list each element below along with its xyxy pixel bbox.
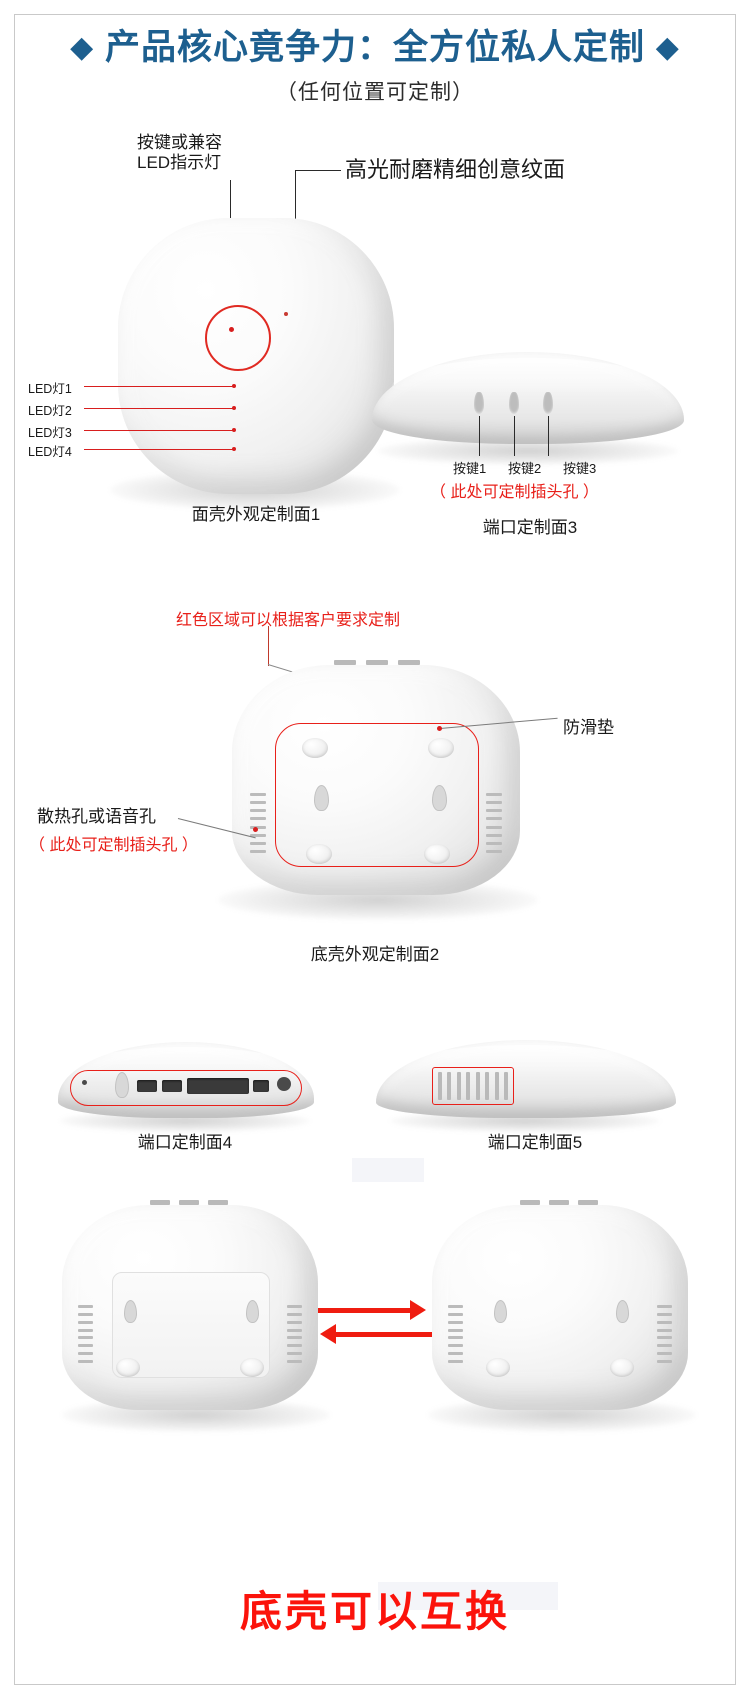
arrow-left-icon xyxy=(318,1324,432,1344)
footer-title: 底壳可以互换 xyxy=(239,1588,510,1635)
swap-shell-right xyxy=(432,1205,688,1410)
led-label-3: LED灯3 xyxy=(28,426,72,440)
port-usb-1[interactable] xyxy=(137,1080,157,1092)
vent-anchor-dot xyxy=(253,827,258,832)
caption-face3: 端口定制面3 xyxy=(482,518,578,537)
led-label-1: LED灯1 xyxy=(28,382,72,396)
vent-left-group xyxy=(250,793,266,853)
swap-left-keyhole-l xyxy=(124,1300,137,1323)
side-button-1[interactable] xyxy=(474,392,484,414)
side-button-label-1: 按键1 xyxy=(453,461,487,476)
caption-face2: 底壳外观定制面2 xyxy=(310,945,440,964)
header: ◆ 产品核心竟争力：全方位私人定制 ◆ （任何位置可定制） xyxy=(0,28,750,106)
note-red-plug-hole-left: （ 此处可定制插头孔 ） xyxy=(29,837,198,854)
side-note-red: （ 此处可定制插头孔 ） xyxy=(430,484,599,501)
port-lan[interactable] xyxy=(187,1078,249,1094)
footer-tint-band xyxy=(378,1582,558,1610)
callout-button-led-line1: 按键或兼容 xyxy=(137,133,222,152)
swap-left-top-vents xyxy=(150,1200,228,1208)
led-leader-2 xyxy=(84,408,234,409)
swap-left-vent-left xyxy=(78,1305,93,1363)
swap-right-vent-right xyxy=(657,1305,672,1363)
diamond-right-icon: ◆ xyxy=(655,31,680,64)
caption-face5: 端口定制面5 xyxy=(487,1133,583,1152)
arrow-right-icon xyxy=(318,1300,432,1320)
led-dot-1 xyxy=(232,384,236,388)
background-tint-band xyxy=(352,1158,424,1182)
swap-right-keyhole-l xyxy=(494,1300,507,1323)
swap-right-vent-left xyxy=(448,1305,463,1363)
led-label-2: LED灯2 xyxy=(28,404,72,418)
port-led-indicator xyxy=(82,1080,87,1085)
port-keyhole xyxy=(115,1072,129,1098)
mount-keyhole-right xyxy=(432,785,447,811)
texture-dot xyxy=(284,312,288,316)
exchange-arrows xyxy=(318,1300,432,1346)
leader-texture-h xyxy=(295,170,341,171)
side-button-label-2: 按键2 xyxy=(508,461,542,476)
button-dot xyxy=(229,327,234,332)
customizable-red-area-face4 xyxy=(70,1070,302,1106)
led-leader-4 xyxy=(84,449,234,450)
swap-left-vent-right xyxy=(287,1305,302,1363)
antislip-pad-bl xyxy=(306,844,332,864)
side-button-2[interactable] xyxy=(509,392,519,414)
side-button-leader-1 xyxy=(479,416,480,456)
port-power-jack[interactable] xyxy=(277,1077,291,1091)
led-leader-1 xyxy=(84,386,234,387)
swap-right-keyhole-r xyxy=(616,1300,629,1323)
callout-texture: 高光耐磨精细创意纹面 xyxy=(345,157,566,182)
led-ring-indicator xyxy=(205,305,271,371)
antislip-pad-tr xyxy=(428,738,454,758)
swap-right-pad-bl xyxy=(486,1358,510,1377)
device-side-gloss xyxy=(392,358,664,394)
mount-keyhole-left xyxy=(314,785,329,811)
label-vent: 散热孔或语音孔 xyxy=(37,807,156,826)
caption-face1: 面壳外观定制面1 xyxy=(191,505,321,524)
led-label-4: LED灯4 xyxy=(28,445,72,459)
caption-face4: 端口定制面4 xyxy=(137,1133,233,1152)
page-title: ◆ 产品核心竟争力：全方位私人定制 ◆ xyxy=(0,28,750,67)
antislip-anchor-dot xyxy=(437,726,442,731)
vent-right-group xyxy=(486,793,502,853)
side-button-leader-2 xyxy=(514,416,515,456)
side-button-label-3: 按键3 xyxy=(563,461,597,476)
led-dot-4 xyxy=(232,447,236,451)
page-title-text: 产品核心竟争力：全方位私人定制 xyxy=(104,28,645,67)
antislip-pad-tl xyxy=(302,738,328,758)
port-usb-2[interactable] xyxy=(162,1080,182,1092)
led-dot-3 xyxy=(232,428,236,432)
top-edge-vent-group xyxy=(334,660,420,669)
customizable-red-area xyxy=(275,723,479,867)
port-reset[interactable] xyxy=(253,1080,269,1092)
swap-right-pad-br xyxy=(610,1358,634,1377)
leader-red-note-v xyxy=(268,626,269,666)
swap-left-pad-br xyxy=(240,1358,264,1377)
label-antislip: 防滑垫 xyxy=(563,718,614,737)
side-button-leader-3 xyxy=(548,416,549,456)
side-button-3[interactable] xyxy=(543,392,553,414)
swap-left-keyhole-r xyxy=(246,1300,259,1323)
led-leader-3 xyxy=(84,430,234,431)
callout-button-led-line2: LED指示灯 xyxy=(137,153,222,173)
callout-button-led: 按键或兼容 LED指示灯 xyxy=(137,133,222,173)
antislip-pad-br xyxy=(424,844,450,864)
customizable-red-area-face5 xyxy=(432,1067,514,1105)
diamond-left-icon: ◆ xyxy=(70,31,95,64)
page-subtitle: （任何位置可定制） xyxy=(276,81,474,105)
swap-right-top-vents xyxy=(520,1200,598,1208)
vent-group-face5 xyxy=(438,1072,508,1100)
led-dot-2 xyxy=(232,406,236,410)
swap-left-pad-bl xyxy=(116,1358,140,1377)
note-red-customizable-area: 红色区域可以根据客户要求定制 xyxy=(176,612,401,629)
